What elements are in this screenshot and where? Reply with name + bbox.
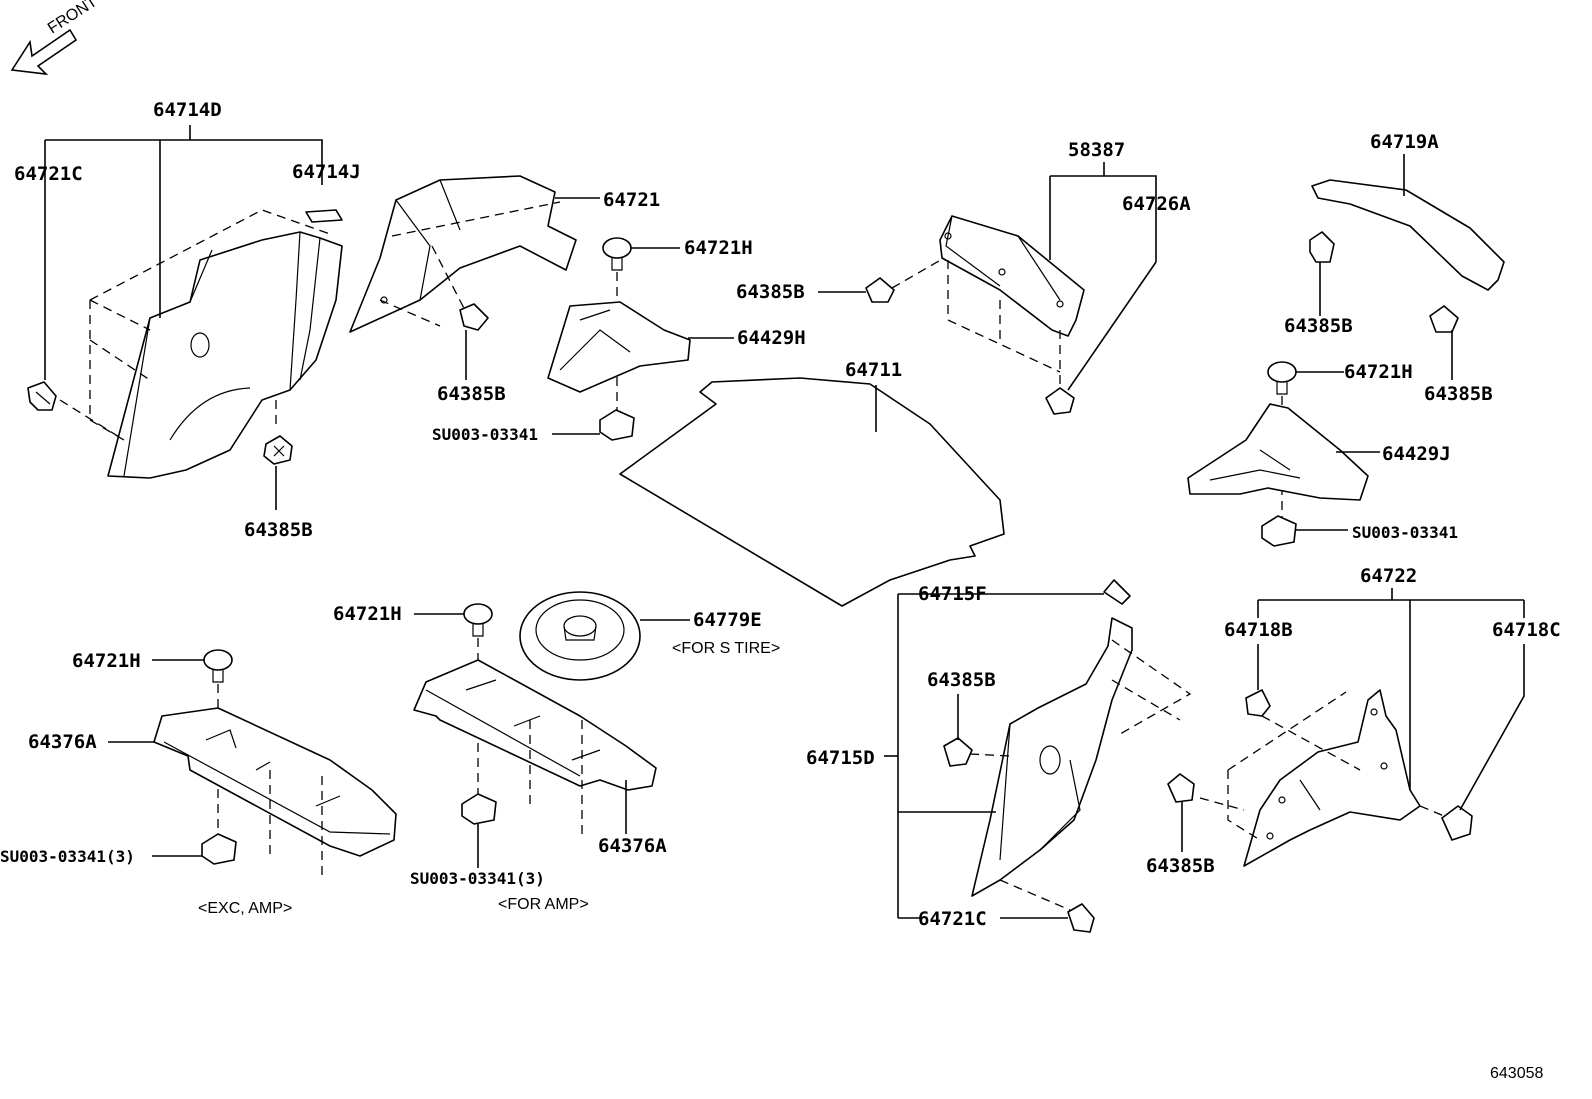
trim-64719A [1311,179,1505,291]
floor-mat-64711 [619,377,1005,607]
clip-SU003-mid [599,409,635,441]
tray-64429J [1187,403,1369,501]
label-64385B-715: 64385B [927,669,996,691]
screw-64385B-715 [943,737,973,767]
label-64715D: 64715D [806,747,875,769]
pad-64714J [305,209,343,223]
label-64385B-r2: 64385B [1424,383,1493,405]
clip-64718B [1245,689,1271,717]
side-panel-64721 [349,175,577,333]
clip-64726A [1045,387,1075,415]
label-64385B-r1: 64385B [1284,315,1353,337]
note-exc-amp: <EXC, AMP> [198,900,292,917]
clip-SU003-bm [461,793,497,825]
clip-SU003-right [1261,515,1297,547]
label-64721: 64721 [603,189,660,211]
screw-64385B-left [263,435,293,465]
wheel-house-trim-64722 [1199,689,1445,867]
quarter-trim-right-64715D [969,617,1192,911]
diagram-number: 643058 [1490,1065,1543,1082]
label-64376A-mid: 64376A [598,835,667,857]
clip-64385B-r2 [1429,305,1459,333]
front-arrow-icon [10,28,78,76]
label-64385B-mid: 64385B [437,383,506,405]
label-64385B-left: 64385B [244,519,313,541]
label-64722: 64722 [1360,565,1417,587]
label-64721H-right: 64721H [1344,361,1413,383]
spare-tire-pad-64779E [519,591,641,681]
pad-64718C [1441,805,1473,841]
label-64376A-left: 64376A [28,731,97,753]
screw-64385B-58387 [865,277,895,303]
clip-64721H-bl [203,649,233,683]
clip-64721H-right [1267,361,1297,395]
label-64721H-bl: 64721H [72,650,141,672]
label-64711: 64711 [845,359,902,381]
screw-64385B-722 [1167,773,1195,803]
label-64721C-bottom: 64721C [918,908,987,930]
clip-64721H-bm [463,603,493,637]
label-64719A: 64719A [1370,131,1439,153]
note-for-s-tire: <FOR S TIRE> [672,640,780,657]
label-64429J: 64429J [1382,443,1451,465]
clip-64721C-bottom [1067,903,1095,933]
label-64726A: 64726A [1122,193,1191,215]
label-64714D: 64714D [153,99,222,121]
clip-64721H-top [602,237,632,271]
label-58387: 58387 [1068,139,1125,161]
bracket-64376A-left [153,707,397,857]
label-64721H-top: 64721H [684,237,753,259]
tray-64429H [547,301,691,393]
quarter-trim-left-64714D [59,209,343,479]
clip-SU003-bl [201,833,237,865]
label-SU003-right: SU003-03341 [1352,523,1458,542]
label-64721H-bm: 64721H [333,603,402,625]
label-64721C-left: 64721C [14,163,83,185]
label-SU003-bl: SU003-03341(3) [0,847,135,866]
clip-64721C-left [27,381,57,411]
front-label: FRONT [45,0,101,37]
label-64718C: 64718C [1492,619,1561,641]
label-SU003-mid: SU003-03341 [432,425,538,444]
label-64779E: 64779E [693,609,762,631]
label-64385B-58387: 64385B [736,281,805,303]
bracket-64376A-mid [413,659,657,791]
note-for-amp: <FOR AMP> [498,896,589,913]
clip-64385B-r1 [1309,231,1335,263]
label-64715F: 64715F [918,583,987,605]
screw-64385B-mid [459,303,489,331]
label-64385B-722: 64385B [1146,855,1215,877]
label-SU003-bm: SU003-03341(3) [410,869,545,888]
label-64429H: 64429H [737,327,806,349]
label-64714J: 64714J [292,161,361,183]
pad-64715F [1103,579,1131,605]
label-64718B: 64718B [1224,619,1293,641]
panel-58387 [891,215,1085,390]
